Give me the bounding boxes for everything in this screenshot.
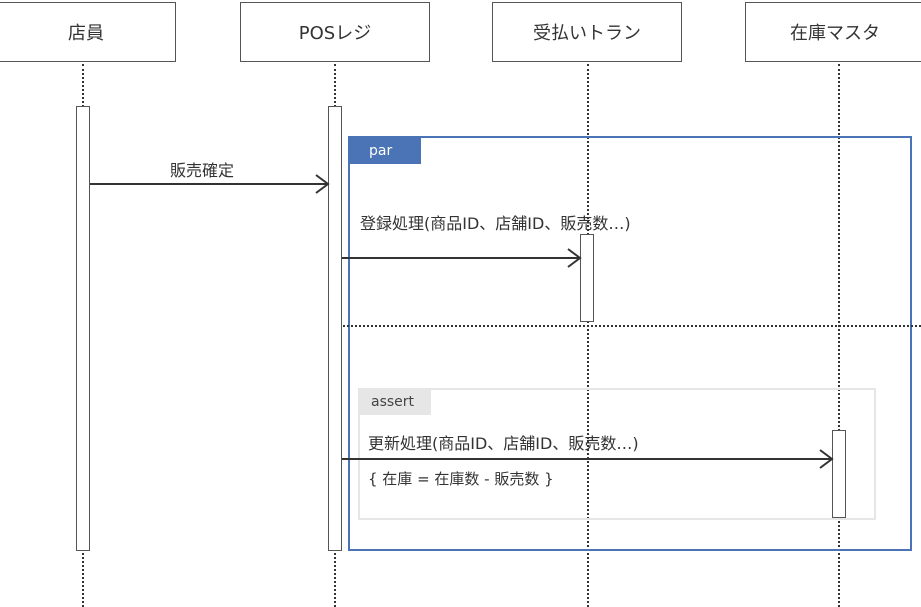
message-label-update: 更新処理(商品ID、店舗ID、販売数…) <box>368 434 639 453</box>
participant-transaction: 受払いトラン <box>492 2 682 62</box>
lifeline-stock-master <box>838 64 840 607</box>
assert-fragment <box>358 388 876 520</box>
assert-fragment-tag: assert <box>359 389 431 415</box>
activation-stock-master <box>832 430 846 518</box>
arrowhead-update <box>819 449 834 469</box>
participant-clerk: 店員 <box>0 2 176 62</box>
participant-pos: POSレジ <box>240 2 430 62</box>
par-fragment <box>348 136 912 551</box>
par-fragment-tag: par <box>349 137 421 164</box>
activation-pos <box>328 106 342 551</box>
state-invariant-constraint: { 在庫 = 在庫数 - 販売数 } <box>368 470 554 488</box>
arrowhead-register <box>567 248 582 268</box>
par-operand-divider <box>340 325 921 327</box>
participant-stock-master: 在庫マスタ <box>745 2 921 62</box>
message-label-register: 登録処理(商品ID、店舗ID、販売数…) <box>360 214 631 233</box>
arrowhead-sale-confirm <box>315 174 330 194</box>
activation-transaction <box>580 234 594 322</box>
activation-clerk <box>76 106 90 551</box>
lifeline-transaction <box>587 64 589 607</box>
message-label-sale-confirm: 販売確定 <box>170 161 235 180</box>
